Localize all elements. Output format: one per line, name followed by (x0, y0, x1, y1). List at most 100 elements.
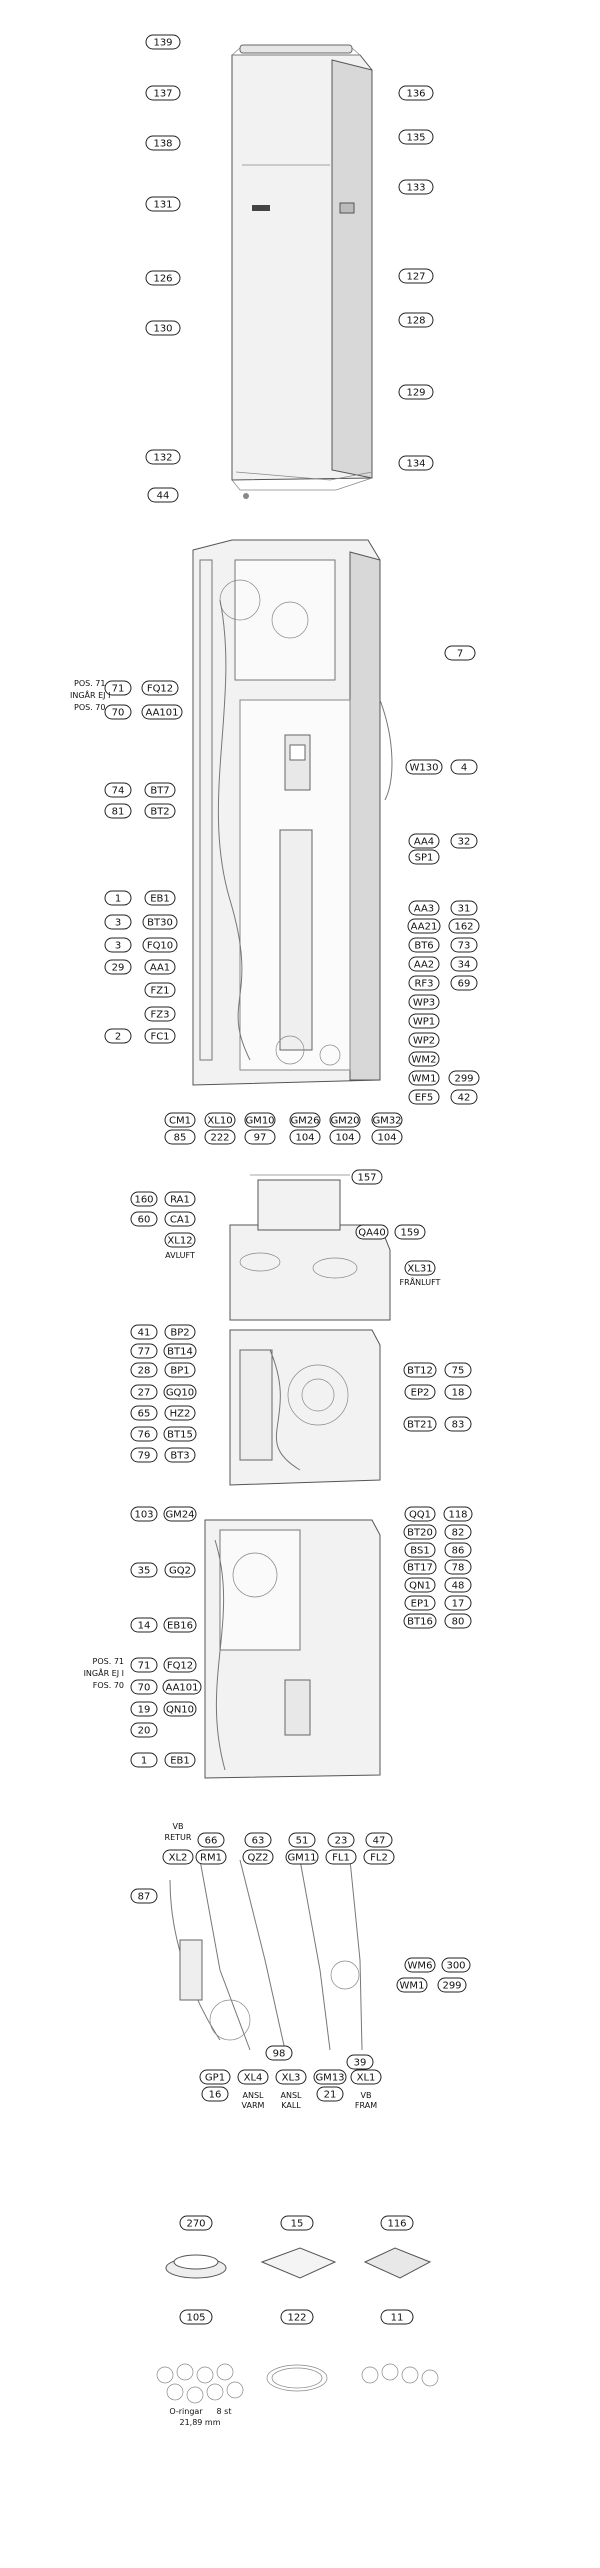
callout-frame (163, 1343, 197, 1359)
annotation-text: KALL (281, 2101, 301, 2110)
callout-label: 69 (458, 979, 471, 990)
top-unit-illustration (229, 1174, 391, 1321)
callout-77: 77 (130, 1343, 158, 1359)
callout-label: BT3 (170, 1451, 189, 1462)
callout-105: 105 (179, 2309, 213, 2325)
callout-label: XL12 (167, 1236, 192, 1247)
callout-frame (145, 135, 181, 151)
callout-label: BP2 (170, 1328, 189, 1339)
callout-AA101: AA101 (141, 704, 183, 720)
callout-frame (444, 1362, 472, 1378)
callout-label: AA101 (165, 1683, 198, 1694)
callout-GQ2: GQ2 (164, 1562, 196, 1578)
callout-70: 70 (104, 704, 132, 720)
callout-frame (380, 2309, 414, 2325)
callout-34: 34 (450, 956, 478, 972)
callout-BT17: BT17 (403, 1559, 437, 1575)
callout-label: BT20 (407, 1528, 433, 1539)
callout-frame (162, 1679, 202, 1695)
callout-label: 78 (452, 1563, 465, 1574)
callout-71: 71 (104, 680, 132, 696)
callout-RA1: RA1 (164, 1191, 196, 1207)
callout-frame (404, 1957, 436, 1973)
callout-label: 80 (452, 1617, 465, 1628)
callout-frame (163, 1384, 197, 1400)
callout-label: 60 (138, 1215, 151, 1226)
callout-label: BT2 (150, 807, 169, 818)
callout-label: FL1 (332, 1853, 350, 1864)
callout-label: BS1 (410, 1546, 429, 1557)
callout-label: 23 (335, 1836, 348, 1847)
callout-frame (408, 849, 440, 865)
callout-frame (164, 1191, 196, 1207)
callout-frame (316, 2086, 344, 2102)
open-unit-illustration (192, 539, 393, 1086)
callout-71: 71 (130, 1657, 158, 1673)
callout-label: 16 (209, 2090, 222, 2101)
callout-FL2: FL2 (363, 1849, 395, 1865)
callout-label: BT12 (407, 1366, 433, 1377)
callout-WM1: WM1 (408, 1070, 440, 1086)
callout-QN10: QN10 (163, 1701, 197, 1717)
callout-frame (444, 1577, 472, 1593)
callout-81: 81 (104, 803, 132, 819)
callout-63: 63 (244, 1832, 272, 1848)
callout-label: 11 (391, 2313, 404, 2324)
callout-label: WM2 (412, 1055, 437, 1066)
callout-frame (275, 2069, 307, 2085)
callout-label: 159 (400, 1228, 419, 1239)
callout-label: 18 (452, 1388, 465, 1399)
callout-label: BP1 (170, 1366, 189, 1377)
callout-label: GM20 (330, 1116, 359, 1127)
callout-133: 133 (398, 179, 434, 195)
callout-label: 76 (138, 1430, 151, 1441)
callout-label: GM24 (165, 1510, 194, 1521)
callout-label: 3 (115, 941, 121, 952)
callout-label: 103 (134, 1510, 153, 1521)
callout-15: 15 (280, 2215, 314, 2231)
callout-80: 80 (444, 1613, 472, 1629)
callout-frame (104, 914, 132, 930)
callout-label: CM1 (169, 1116, 191, 1127)
annotation-text: INGÅR EJ I (70, 689, 110, 700)
callout-GM10: GM10 (244, 1112, 276, 1128)
callout-39: 39 (346, 2054, 374, 2070)
callout-75: 75 (444, 1362, 472, 1378)
callout-82: 82 (444, 1524, 472, 1540)
callout-frame (163, 1657, 197, 1673)
callout-frame (164, 1211, 196, 1227)
callout-GP1: GP1 (199, 2069, 231, 2085)
callout-frame (130, 1752, 158, 1768)
callout-label: 300 (446, 1961, 465, 1972)
callout-73: 73 (450, 937, 478, 953)
callout-label: 104 (335, 1133, 354, 1144)
callout-label: 47 (373, 1836, 386, 1847)
callout-QN1: QN1 (404, 1577, 436, 1593)
callout-frame (199, 2069, 231, 2085)
callout-frame (394, 1224, 426, 1240)
callout-CM1: CM1 (164, 1112, 196, 1128)
callout-label: 77 (138, 1347, 151, 1358)
callout-118: 118 (443, 1506, 473, 1522)
callout-129: 129 (398, 384, 434, 400)
callout-frame (197, 1832, 225, 1848)
callout-label: 4 (461, 763, 467, 774)
callout-WP3: WP3 (408, 994, 440, 1010)
callout-frame (130, 1324, 158, 1340)
callout-frame (164, 1324, 196, 1340)
callout-frame (130, 1362, 158, 1378)
callout-frame (404, 1506, 436, 1522)
callout-frame (408, 1070, 440, 1086)
callout-label: 104 (377, 1133, 396, 1144)
annotation-text: INGÅR EJ I (84, 1667, 124, 1678)
callout-label: WP1 (413, 1017, 435, 1028)
callout-frame (144, 1028, 176, 1044)
callout-XL3: XL3 (275, 2069, 307, 2085)
callout-label: BT30 (147, 918, 173, 929)
callout-frame (130, 1447, 158, 1463)
callout-frame (164, 1362, 196, 1378)
callout-label: 157 (357, 1173, 376, 1184)
callout-frame (398, 179, 434, 195)
callout-label: FQ12 (167, 1661, 193, 1672)
